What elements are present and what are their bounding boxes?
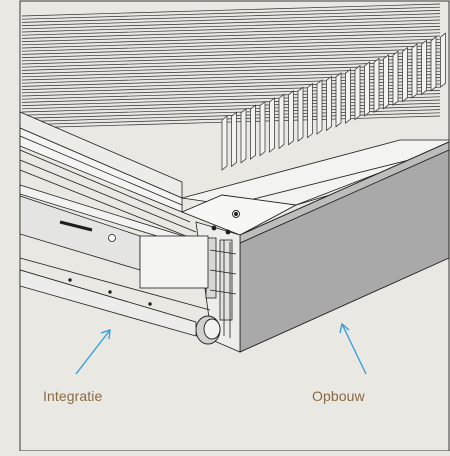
- louvre-fin: [430, 36, 437, 92]
- louvre-fin: [316, 79, 323, 135]
- louvre-fin: [392, 50, 399, 106]
- louvre-blade-line: [21, 90, 441, 103]
- louvre-blade-line: [21, 22, 441, 36]
- label-opbouw: Opbouw: [312, 388, 365, 404]
- inner-box: [139, 235, 209, 289]
- louvre-blade-line: [21, 80, 441, 94]
- louvre-blade-line: [21, 45, 441, 58]
- louvre-blade-line: [21, 26, 441, 39]
- arrow-opbouw: [339, 322, 367, 375]
- louvre-blade-line: [21, 48, 441, 62]
- louvre-fin: [440, 32, 446, 88]
- louvre-fin: [373, 57, 380, 114]
- louvre-blade-line: [21, 54, 441, 68]
- louvre-fin: [250, 104, 256, 160]
- louvre-fin: [259, 100, 266, 157]
- louvre-fin: [307, 82, 313, 139]
- louvre-blade-line: [21, 106, 441, 119]
- motor-knob: [195, 315, 221, 345]
- louvre-blade-line: [21, 32, 441, 46]
- louvre-blade-line: [21, 112, 441, 126]
- louvre-fin: [383, 54, 389, 110]
- louvre-blades: [21, 3, 441, 129]
- integratie-housing: [19, 184, 211, 337]
- louvre-blade-line: [21, 16, 441, 30]
- louvre-blade-line: [21, 10, 441, 23]
- louvre-blade-line: [21, 102, 441, 116]
- louvre-blade-line: [21, 19, 441, 33]
- louvre-fin: [335, 72, 342, 128]
- louvre-blade-line: [21, 99, 441, 113]
- louvre-blade-line: [21, 13, 441, 26]
- louvre-blade-line: [21, 38, 441, 52]
- louvre-blade-line: [21, 77, 441, 90]
- louvre-blade-line: [21, 70, 441, 84]
- louvre-blade-line: [21, 3, 441, 17]
- louvre-blade-line: [21, 61, 441, 74]
- louvre-fin: [231, 111, 237, 168]
- louvre-blade-line: [21, 35, 441, 49]
- louvre-fin: [278, 93, 285, 150]
- louvre-fin: [240, 108, 247, 164]
- louvre-blade-line: [21, 29, 441, 42]
- louvre-fin: [297, 86, 304, 142]
- louvre-fins: [221, 32, 446, 171]
- louvre-blade-line: [21, 64, 441, 78]
- louvre-fin: [421, 39, 427, 96]
- louvre-blade-line: [21, 58, 441, 71]
- louvre-fin: [411, 43, 418, 99]
- louvre-fin: [402, 46, 408, 103]
- arrow-integratie: [75, 329, 111, 375]
- louvre-blade-line: [21, 86, 441, 100]
- louvre-blade-line: [21, 74, 441, 87]
- louvre-fin: [354, 64, 361, 121]
- louvre-blade-line: [21, 6, 441, 20]
- louvre-fin: [345, 68, 351, 124]
- louvre-fin: [326, 75, 332, 132]
- louvre-blade-line: [21, 51, 441, 65]
- louvre-fin: [269, 97, 275, 153]
- corner-cap: [180, 194, 298, 236]
- louvre-blade-line: [21, 109, 441, 122]
- housing-screw-icon: [108, 234, 116, 242]
- louvre-blade-line: [21, 115, 441, 129]
- louvre-blade-line: [21, 83, 441, 97]
- louvre-blade-line: [21, 42, 441, 55]
- louvre-fin: [364, 61, 370, 117]
- label-integratie: Integratie: [43, 388, 103, 404]
- louvre-blade-line: [21, 93, 441, 106]
- louvre-fin: [221, 115, 228, 171]
- louvre-blade-line: [21, 67, 441, 81]
- louvre-blade-line: [21, 96, 441, 110]
- louvre-fin: [288, 90, 294, 146]
